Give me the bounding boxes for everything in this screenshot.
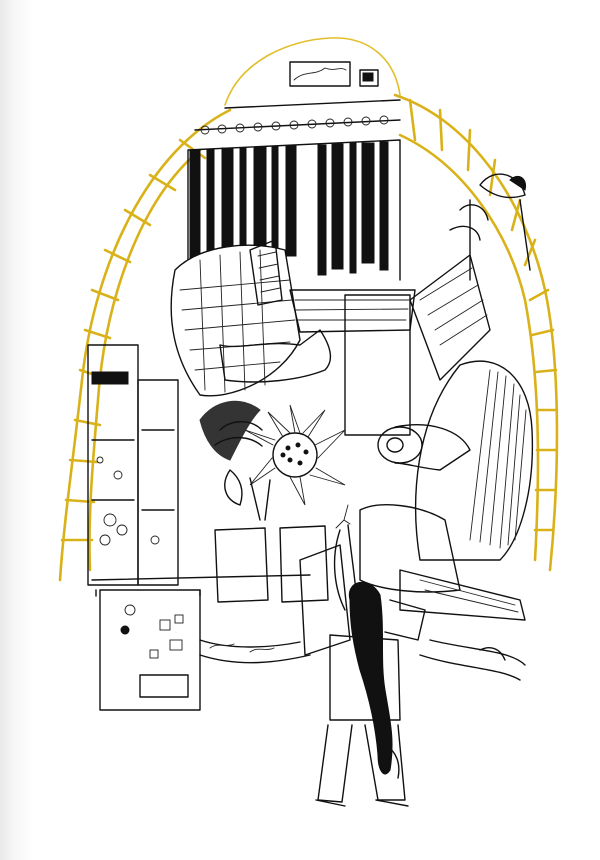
- frame-arch: [224, 61, 401, 109]
- seats: [199, 525, 329, 664]
- sunflower: [199, 400, 346, 521]
- rolled-carpet: [289, 254, 491, 436]
- plant-top-right: [449, 173, 531, 281]
- armchair: [359, 360, 534, 681]
- girl-figure: [299, 504, 426, 807]
- curtain: [187, 115, 401, 281]
- quilt-chair: [170, 239, 332, 397]
- cabinet-stack: [87, 344, 311, 711]
